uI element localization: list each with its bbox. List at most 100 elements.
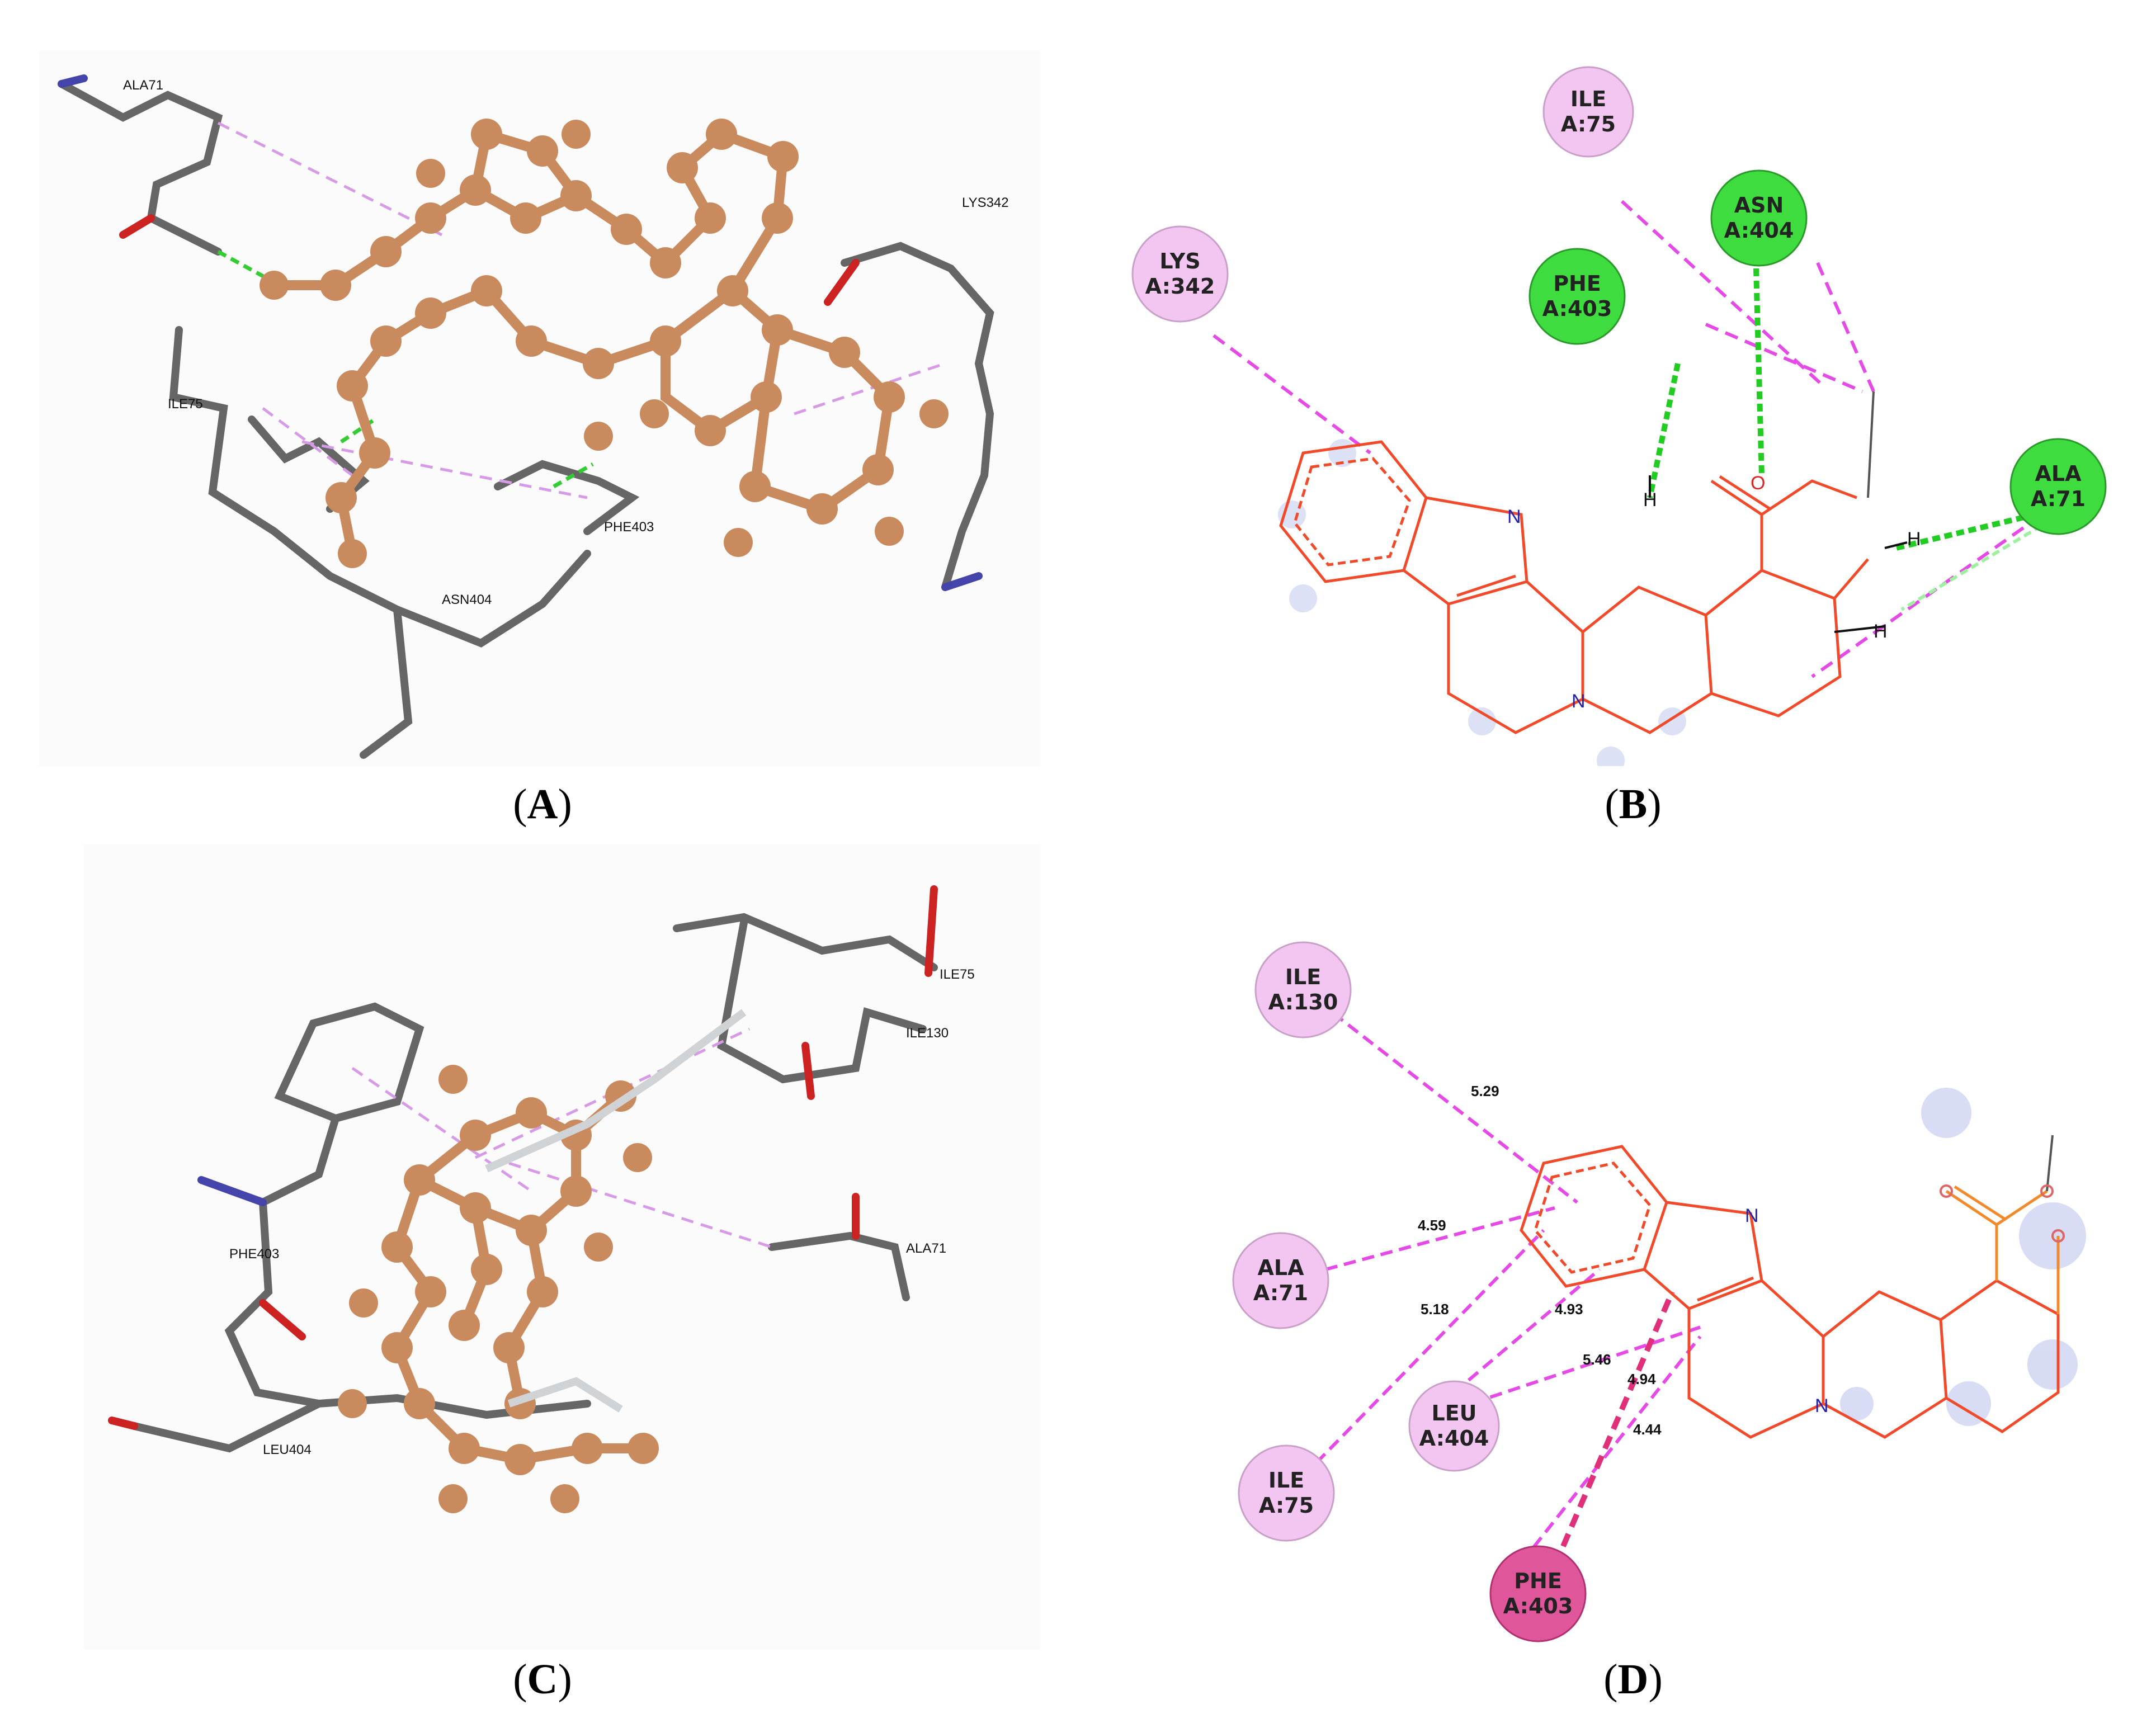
ligand-a-ring-top (470, 128, 581, 201)
ala71-stick (768, 1231, 910, 1301)
label-a-lys342: LYS342 (962, 195, 1009, 210)
residue-d-leu404-chain: A:404 (1419, 1426, 1489, 1451)
ester-b (1710, 479, 1857, 570)
methyl-b (1867, 391, 1875, 498)
protein-residues-c (108, 885, 938, 1453)
caption-d-open: ( (1603, 1656, 1618, 1703)
molecule-b (1279, 440, 1869, 734)
label-a-ile75: ILE75 (168, 396, 203, 412)
residue-b-lys342-chain: A:342 (1145, 274, 1215, 299)
oxygen-d-2 (2040, 1184, 2054, 1198)
distance-1: 5.29 (1471, 1083, 1499, 1099)
residue-d-ile75-name: ILE (1268, 1468, 1304, 1493)
middle-ring-d (1822, 1290, 1948, 1439)
hbond-phe403 (1647, 362, 1681, 499)
residue-b-ile75-chain: A:75 (1561, 112, 1616, 136)
distance-4: 4.93 (1555, 1301, 1583, 1318)
caption-d-letter: D (1617, 1656, 1649, 1703)
atom-b-h3: H (1874, 621, 1888, 642)
hbond-ala71-weak (1900, 524, 2042, 611)
panel-d: 5.29 4.59 5.18 4.93 5.46 4.94 4.44 N N (1141, 844, 2131, 1650)
caption-c: (C) (431, 1655, 654, 1704)
interaction-phe403-b (1508, 1335, 1702, 1578)
residue-d-phe403: PHE A:403 (1489, 1545, 1587, 1642)
right-ring-b (1705, 569, 1842, 717)
interaction-phe403 (301, 440, 588, 499)
hbond-phe403 (553, 462, 594, 489)
residue-d-ile75-chain: A:75 (1259, 1493, 1314, 1518)
residue-b-lys342-name: LYS (1159, 249, 1200, 273)
residue-d-ala71-name: ALA (1257, 1255, 1304, 1280)
interaction-ile75 (1620, 200, 1825, 388)
phe403-ring (494, 460, 640, 535)
panel-c-drawing: ILE75 ILE130 ALA71 PHE403 LEU404 (84, 844, 1040, 1650)
halos-d (1840, 1088, 2086, 1426)
panel-a-drawing: ALA71 LYS342 ILE75 PHE403 ASN404 (39, 50, 1040, 766)
residue-d-ala71: ALA A:71 (1232, 1232, 1329, 1329)
panel-b-drawing: N H O H H N ILE A:75 ASN A:404 LYS A:342… (1131, 66, 2107, 766)
distance-3: 5.18 (1421, 1301, 1449, 1318)
leu404-oxygen (259, 1299, 306, 1340)
leu404-stick (224, 1115, 591, 1419)
distance-6: 4.94 (1627, 1371, 1656, 1387)
pyridine-ring-b (1447, 580, 1584, 734)
oxygen-d-1 (1940, 1184, 1953, 1198)
ester-double-d (1954, 1185, 2006, 1221)
interaction-asn404-methyl (1816, 262, 1875, 393)
caption-a-letter: A (527, 781, 558, 828)
residue-b-asn404-chain: A:404 (1724, 218, 1794, 243)
caption-b-close: ) (1647, 781, 1662, 828)
hydroxyl-bond-b (1833, 558, 1869, 599)
residue-b-ala71-name: ALA (2035, 461, 2082, 486)
label-a-asn404: ASN404 (442, 592, 492, 607)
asn404-sidechain (360, 606, 413, 759)
residue-d-ile130: ILE A:130 (1254, 941, 1352, 1038)
pyrrole-double-d (1697, 1276, 1754, 1302)
hbond-asn404 (1753, 268, 1765, 476)
caption-b-open: ( (1605, 781, 1619, 828)
residue-b-phe403: PHE A:403 (1528, 248, 1626, 345)
residue-d-leu404-name: LEU (1431, 1401, 1476, 1425)
caption-c-close: ) (558, 1656, 572, 1703)
interaction-ile75 (1301, 1229, 1545, 1478)
distance-2: 4.59 (1418, 1217, 1446, 1234)
interaction-ala71 (217, 121, 443, 237)
label-c-ile130: ILE130 (906, 1026, 949, 1041)
interaction-phe403-methyl (1705, 323, 1863, 393)
label-c-ile75: ILE75 (940, 967, 975, 982)
panel-d-drawing: 5.29 4.59 5.18 4.93 5.46 4.94 4.44 N N (1141, 844, 2131, 1650)
interaction-phe403 (351, 1066, 532, 1193)
ile130-oxygen (801, 1042, 815, 1100)
pi-interactions-d (1301, 988, 1706, 1578)
atom-d-n1: N (1745, 1205, 1759, 1226)
leu404-terminal-oxygen (108, 1417, 138, 1430)
ile75-oxygen (924, 885, 938, 977)
label-c-leu404: LEU404 (263, 1442, 312, 1457)
caption-a: (A) (431, 780, 654, 829)
ile75-stick (673, 913, 938, 971)
ligand-a (260, 119, 949, 568)
caption-a-close: ) (558, 781, 572, 828)
interaction-leu404-b (1454, 1324, 1706, 1411)
interactions-a (217, 121, 946, 499)
interaction-ala71 (508, 1162, 772, 1249)
panel-b: N H O H H N ILE A:75 ASN A:404 LYS A:342… (1091, 50, 2131, 766)
residue-d-ile130-name: ILE (1285, 965, 1321, 989)
distance-7: 4.44 (1633, 1421, 1662, 1438)
phe403-nitrogen (197, 1176, 267, 1206)
oxygen-d-3 (2051, 1229, 2065, 1243)
caption-b: (B) (1521, 780, 1745, 829)
benzene-aromatic-b (1293, 457, 1411, 566)
residue-b-ala71-chain: A:71 (2031, 487, 2086, 511)
ile-overlay-c (485, 1009, 747, 1413)
right-ring-d (1940, 1279, 2060, 1433)
interaction-ala71 (1325, 1206, 1555, 1271)
residue-b-ala71: ALA A:71 (2009, 438, 2107, 535)
pyridine-ring-d (1687, 1280, 1825, 1439)
residue-b-ile75-name: ILE (1570, 87, 1606, 111)
molecule-d (1520, 1145, 2060, 1439)
atom-d-n2: N (1815, 1395, 1829, 1417)
ester-d (1945, 1185, 2060, 1314)
benzene-aromatic-d (1534, 1162, 1652, 1274)
interaction-phe403-pi (1552, 1291, 1675, 1567)
